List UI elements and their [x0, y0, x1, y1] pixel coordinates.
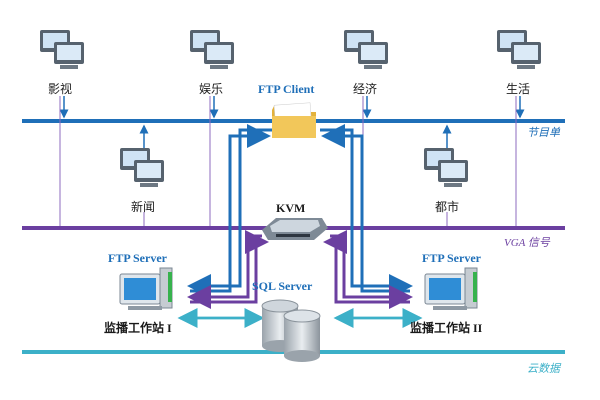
computer-icon — [497, 30, 541, 69]
client-label-city: 都市 — [435, 199, 459, 214]
kvm-switch-icon — [262, 218, 328, 240]
folder-icon — [272, 102, 316, 138]
computer-icon — [40, 30, 84, 69]
sql-server-label: SQL Server — [252, 279, 313, 293]
computer-icon — [120, 148, 164, 187]
client-label-entertainment: 娱乐 — [199, 82, 223, 96]
client-label-life: 生活 — [506, 82, 530, 96]
vga-bus-label: VGA 信号 — [504, 236, 551, 249]
computer-icon — [344, 30, 388, 69]
ftp-server-right-label: FTP Server — [422, 251, 482, 265]
computer-icon — [424, 148, 468, 187]
ftp-server-left-label: FTP Server — [108, 251, 168, 265]
ftp-client-label: FTP Client — [258, 82, 314, 96]
program-bus-label: 节目单 — [527, 126, 561, 139]
cloud-bus-label: 云数据 — [527, 362, 562, 375]
client-label-film: 影视 — [48, 81, 72, 96]
database-icon — [261, 299, 321, 362]
workstation-left-icon — [119, 267, 173, 310]
kvm-label: KVM — [276, 201, 305, 215]
computer-icon — [190, 30, 234, 69]
workstation-right-icon — [424, 267, 478, 310]
mid-client-links — [139, 124, 452, 226]
client-label-economy: 经济 — [353, 81, 377, 96]
workstation-left-label: 监播工作站 I — [104, 320, 172, 335]
client-label-news: 新闻 — [131, 199, 155, 214]
workstation-right-label: 监播工作站 II — [410, 320, 483, 335]
